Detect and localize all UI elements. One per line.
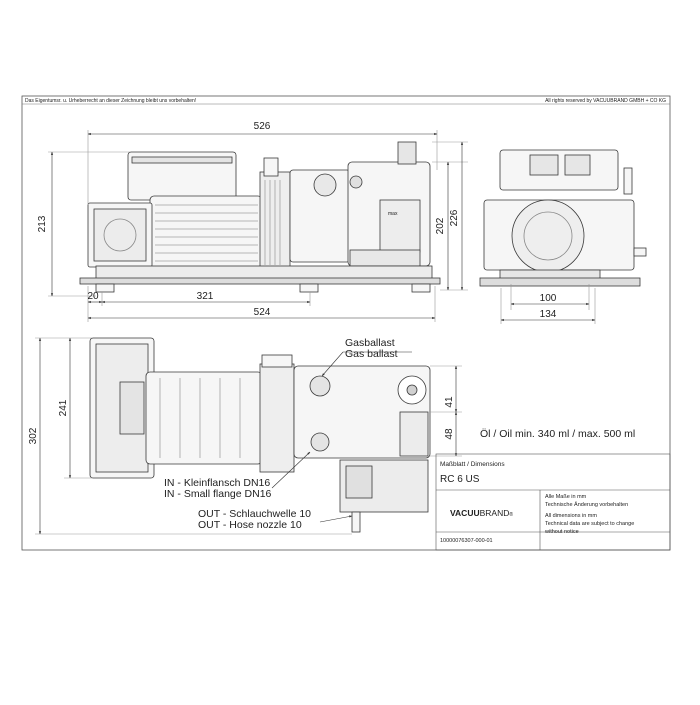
side-view: max: [79, 141, 441, 293]
outlet-label-en: OUT - Hose nozzle 10: [198, 519, 302, 531]
dim-base-length: 524: [254, 307, 271, 318]
note-en-1: All dimensions in mm: [545, 513, 597, 519]
dim-h41: 41: [444, 396, 455, 408]
dim-left-offset: 20: [87, 291, 99, 302]
dim-depth-inner: 241: [58, 399, 69, 416]
top-dimensions: [35, 337, 462, 535]
inlet-label-de: IN - Kleinflansch DN16: [164, 477, 270, 489]
side-dimensions: [48, 130, 468, 322]
front-dimensions: [500, 284, 596, 324]
vacuubrand-logo: VACUUBRAND®: [450, 508, 513, 518]
note-de-1: Alle Maße in mm: [545, 494, 587, 500]
gasballast-label-en: Gas ballast: [345, 348, 398, 360]
dim-inner-width: 100: [540, 293, 557, 304]
note-de-2: Technische Änderung vorbehalten: [545, 501, 628, 508]
dim-depth-outer: 302: [28, 427, 39, 444]
outlet-label-de: OUT - Schlauchwelle 10: [198, 508, 311, 520]
sheet-label: Maßblatt / Dimensions: [440, 461, 505, 468]
dim-h48: 48: [444, 428, 455, 440]
dim-right-h1: 202: [435, 217, 446, 234]
dim-overall-length: 526: [254, 121, 271, 132]
gasballast-label-de: Gasballast: [345, 337, 395, 349]
inlet-label-en: IN - Small flange DN16: [164, 488, 272, 500]
title-block: [435, 453, 671, 551]
oil-capacity-label: Öl / Oil min. 340 ml / max. 500 ml: [480, 428, 635, 440]
sheet-frame: [21, 95, 671, 551]
rights-note: All rights reserved by VACUUBRAND GMBH +…: [545, 98, 666, 104]
svg-text:max: max: [388, 211, 398, 217]
dim-height: 213: [37, 215, 48, 232]
copyright-note: Das Eigentumsr. u. Urheberrecht an diese…: [25, 98, 196, 104]
dim-mid-length: 321: [197, 291, 214, 302]
front-view: [479, 149, 647, 287]
note-en-2: Technical data are subject to change: [545, 521, 634, 527]
top-view: [89, 337, 431, 533]
doc-number: 10000076307-000-01: [440, 538, 493, 544]
dim-right-h2: 226: [449, 209, 460, 226]
leader-lines: [271, 351, 412, 523]
model-name: RC 6 US: [440, 474, 480, 485]
note-en-3: without notice: [544, 529, 579, 535]
dim-outer-width: 134: [540, 309, 557, 320]
